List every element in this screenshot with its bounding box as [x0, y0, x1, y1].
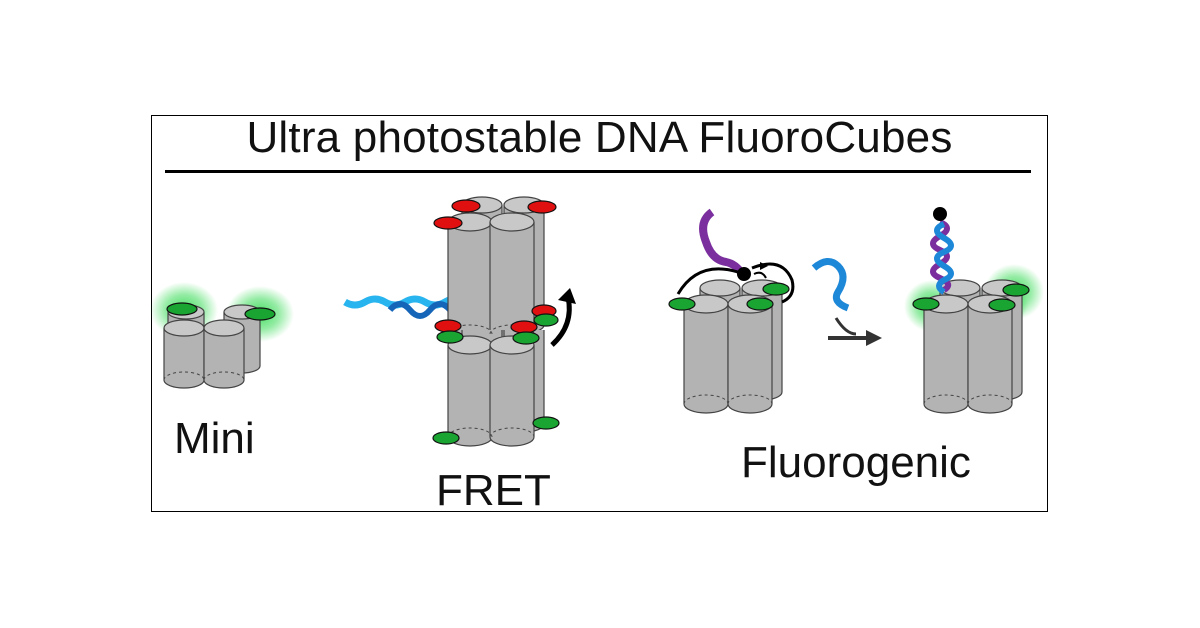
green-dye [432, 431, 460, 445]
label-fret: FRET [436, 466, 551, 515]
green-dye [1002, 283, 1030, 297]
red-dye [510, 320, 538, 334]
green-dye [988, 298, 1016, 312]
green-dye [746, 297, 774, 311]
quencher [933, 207, 947, 221]
quencher [737, 267, 751, 281]
label-mini: Mini [174, 414, 255, 463]
red-dye [451, 199, 481, 213]
quench-arrow [751, 262, 795, 304]
dna-strand [343, 295, 467, 309]
quench-arrow [676, 267, 739, 295]
fluorogenic-active-cube [904, 207, 1044, 414]
purple-strand [699, 208, 746, 277]
green-dye [912, 297, 940, 311]
green-dye [512, 331, 540, 345]
blue-strand [811, 258, 850, 312]
green-dye [762, 282, 790, 296]
red-dye [433, 216, 463, 230]
fluorogenic-quenched-cube [668, 208, 882, 414]
arrow-head [760, 262, 768, 270]
reaction-arrow [834, 317, 857, 336]
title-underline [165, 170, 1031, 173]
mini-fluorocube [150, 282, 294, 389]
quench-arrow [753, 271, 767, 279]
red-dye [527, 200, 557, 214]
fret-fluorocube [343, 196, 576, 447]
red-dye [434, 319, 462, 333]
label-fluorogenic: Fluorogenic [741, 438, 971, 487]
green-dye [436, 330, 464, 344]
blue-strand [934, 221, 954, 295]
green-dye [166, 302, 198, 316]
green-dye [532, 416, 560, 430]
green-dye [668, 297, 696, 311]
arrow-head [558, 288, 576, 304]
arrow-head [866, 330, 882, 346]
green-dye [244, 307, 276, 321]
green-dye [533, 313, 559, 327]
figure-title: Ultra photostable DNA FluoroCubes [246, 113, 953, 162]
